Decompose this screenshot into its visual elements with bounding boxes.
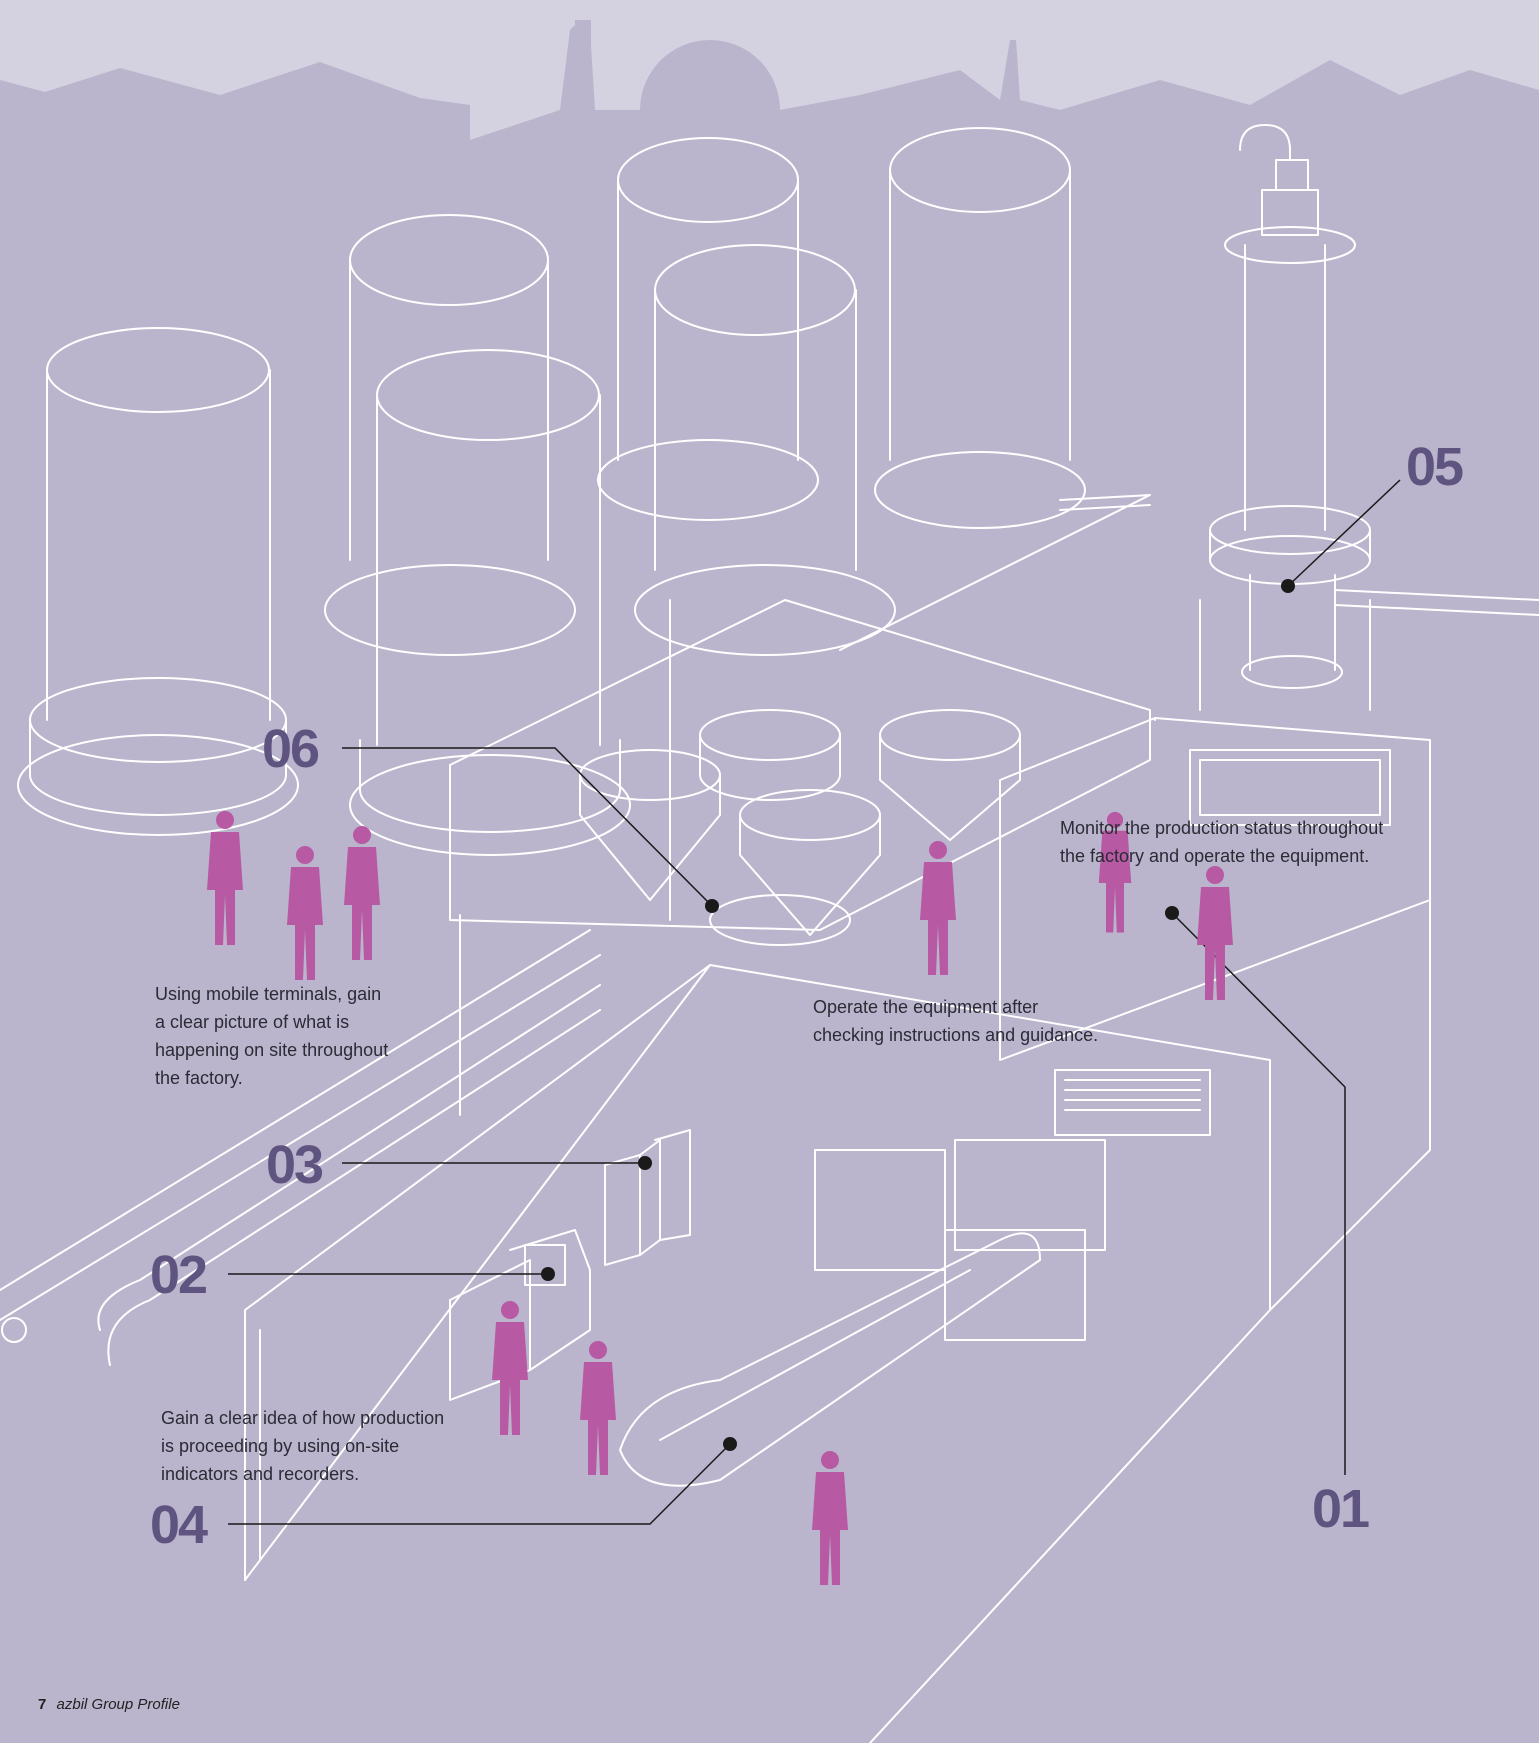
leader-06 bbox=[342, 747, 713, 907]
worker-figure bbox=[344, 826, 380, 960]
dot-06 bbox=[705, 899, 719, 913]
caption-line: Using mobile terminals, gain bbox=[155, 984, 382, 1004]
worker-figure bbox=[492, 1301, 528, 1435]
conveyor-loop bbox=[619, 1139, 1106, 1487]
caption-line: is proceeding by using on-site bbox=[161, 1436, 400, 1456]
production-floor bbox=[244, 899, 1431, 1743]
page-number: 7 bbox=[38, 1696, 47, 1713]
skyline-tower bbox=[575, 20, 591, 120]
caption-onsite-indicators: Gain a clear idea of how production is p… bbox=[161, 1404, 444, 1488]
caption-mobile-terminals: Using mobile terminals, gain a clear pic… bbox=[155, 980, 388, 1092]
tank-4 bbox=[597, 137, 819, 521]
dot-01 bbox=[1165, 906, 1179, 920]
worker-figure bbox=[920, 841, 956, 975]
caption-line: Monitor the production status throughout bbox=[1060, 818, 1384, 838]
caption-line: Gain a clear idea of how production bbox=[161, 1408, 445, 1428]
hopper-building bbox=[449, 599, 1151, 1116]
worker-figure bbox=[1197, 866, 1233, 1000]
tank-6 bbox=[839, 127, 1151, 651]
pipe-left-d bbox=[107, 1009, 601, 1366]
tank-2 bbox=[324, 214, 576, 656]
callout-04: 04 bbox=[150, 1495, 208, 1555]
callout-01: 01 bbox=[1312, 1479, 1370, 1539]
pipe-left-a bbox=[0, 929, 591, 1291]
worker-figure bbox=[207, 811, 243, 945]
dot-04 bbox=[723, 1437, 737, 1451]
factory-skyline bbox=[0, 20, 1539, 210]
pipe-left-b bbox=[0, 954, 601, 1321]
leader-05 bbox=[1287, 479, 1401, 587]
dot-02 bbox=[541, 1267, 555, 1281]
caption-line: a clear picture of what is bbox=[155, 1012, 350, 1032]
dot-03 bbox=[638, 1156, 652, 1170]
tank-3 bbox=[349, 349, 631, 856]
worker-figure bbox=[1098, 811, 1132, 933]
caption-line: happening on site throughout bbox=[155, 1040, 389, 1060]
callout-06: 06 bbox=[262, 719, 320, 779]
caption-line: Operate the equipment after bbox=[813, 997, 1039, 1017]
caption-line: checking instructions and guidance. bbox=[813, 1025, 1099, 1045]
leader-01 bbox=[1171, 912, 1346, 1475]
callout-05: 05 bbox=[1406, 437, 1464, 497]
pipe-left-c bbox=[97, 984, 601, 1331]
worker-figure bbox=[812, 1451, 848, 1585]
tank-5 bbox=[634, 244, 896, 656]
line-art bbox=[0, 124, 1539, 1743]
leader-lines bbox=[228, 479, 1401, 1525]
tank-1 bbox=[17, 327, 299, 836]
worker-silhouettes bbox=[207, 811, 1233, 1585]
caption-monitor-status: Monitor the production status throughout… bbox=[1060, 814, 1383, 870]
distillation-column bbox=[1199, 124, 1539, 711]
caption-operate-equipment: Operate the equipment after checking ins… bbox=[813, 993, 1098, 1049]
page-footer: 7 azbil Group Profile bbox=[38, 1696, 180, 1713]
publication-title: azbil Group Profile bbox=[56, 1696, 180, 1713]
caption-line: indicators and recorders. bbox=[161, 1464, 360, 1484]
pipe-end bbox=[1, 1317, 27, 1343]
caption-line: the factory. bbox=[155, 1068, 243, 1088]
leader-dots bbox=[541, 579, 1295, 1451]
callout-03: 03 bbox=[266, 1135, 324, 1195]
worker-figure bbox=[287, 846, 323, 980]
dot-05 bbox=[1281, 579, 1295, 593]
recorder-racks bbox=[604, 1129, 691, 1266]
callout-02: 02 bbox=[150, 1245, 208, 1305]
worker-figure bbox=[580, 1341, 616, 1475]
caption-line: the factory and operate the equipment. bbox=[1060, 846, 1370, 866]
leader-04 bbox=[228, 1443, 731, 1525]
